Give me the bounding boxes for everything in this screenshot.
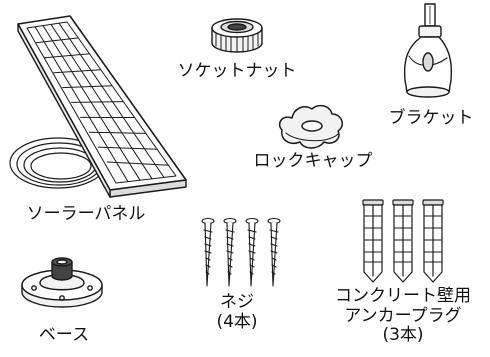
socket-nut-label: ソケットナット [177, 61, 297, 81]
anchor-plugs-label: コンクリート壁用 アンカープラグ (3本) [335, 286, 471, 346]
screw [223, 217, 237, 287]
bracket-illustration [403, 3, 453, 98]
screws-label: ネジ (4本) [216, 292, 258, 332]
screws-illustration [201, 217, 281, 287]
solar-cell-grid [26, 21, 177, 184]
base-illustration [21, 257, 103, 308]
lock-cap-illustration [278, 104, 343, 149]
anchor-plug [392, 199, 414, 283]
solar-panel-label: ソーラーパネル [26, 204, 146, 224]
base-label: ベース [38, 325, 90, 345]
anchor-plugs-line2: アンカープラグ [344, 305, 462, 326]
anchor-plug [422, 199, 444, 283]
anchor-plug [362, 199, 384, 283]
bracket-label: ブラケット [388, 108, 474, 128]
screws-quantity: (4本) [216, 311, 258, 332]
anchor-plugs-quantity: (3本) [382, 325, 424, 346]
socket-nut-illustration [211, 18, 263, 53]
solar-panel-illustration [9, 15, 187, 198]
screw [201, 217, 215, 287]
anchor-plugs-illustration [362, 199, 444, 283]
lock-cap-label: ロックキャップ [253, 151, 373, 171]
screw [245, 217, 259, 287]
screws-name: ネジ [220, 292, 254, 312]
screw [267, 217, 281, 287]
anchor-plugs-line1: コンクリート壁用 [335, 286, 471, 306]
